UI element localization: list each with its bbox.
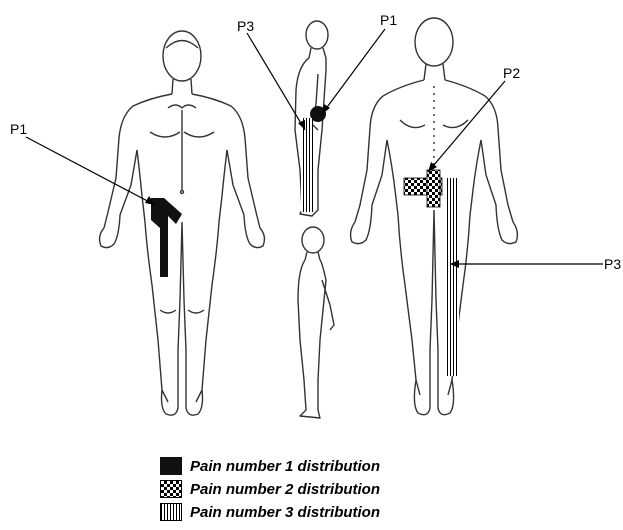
legend: Pain number 1 distribution Pain number 2…	[160, 455, 380, 524]
solid-black-swatch-icon	[160, 457, 182, 475]
back-body-figure	[351, 18, 518, 415]
legend-item-pain-2: Pain number 2 distribution	[160, 478, 380, 500]
legend-item-pain-1: Pain number 1 distribution	[160, 455, 380, 477]
legend-label-pain-1: Pain number 1 distribution	[190, 458, 380, 475]
vertical-stripes-swatch-icon	[160, 503, 182, 521]
callout-label-side-p3: P3	[237, 18, 254, 34]
legend-item-pain-3: Pain number 3 distribution	[160, 501, 380, 523]
callout-label-back-p3: P3	[604, 256, 621, 272]
callout-label-back-p2: P2	[503, 65, 520, 81]
callout-label-side-p1: P1	[380, 12, 397, 28]
pain-2-region-back-lower	[427, 170, 440, 207]
legend-label-pain-3: Pain number 3 distribution	[190, 504, 380, 521]
callout-line-front-p1	[26, 137, 155, 205]
front-body-figure	[100, 31, 265, 415]
callout-line-back-p2	[428, 81, 505, 172]
legend-label-pain-2: Pain number 2 distribution	[190, 481, 380, 498]
pain-3-region-back	[445, 178, 459, 376]
callout-line-side-p1	[322, 29, 385, 114]
pain-3-region-side	[301, 118, 313, 212]
pain-1-region-front	[151, 198, 182, 277]
checkerboard-swatch-icon	[160, 480, 182, 498]
callout-label-front-p1: P1	[10, 121, 27, 137]
callout-line-side-p3	[247, 33, 305, 130]
side-body-figure-lower	[298, 227, 334, 418]
